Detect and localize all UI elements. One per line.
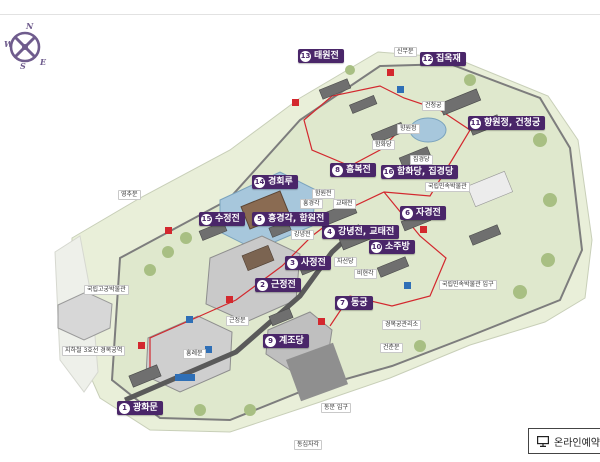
monitor-icon — [537, 435, 549, 447]
label-east-gate-entrance: 동문 입구 — [321, 403, 351, 413]
landmark-number: 16 — [383, 166, 394, 178]
compass-north: N — [26, 21, 34, 31]
label-sinmumun: 신무문 — [394, 47, 417, 57]
landmark-number: 4 — [324, 226, 335, 238]
label-heumgyeonggak: 흥경각 — [300, 199, 323, 209]
compass-west: W — [4, 39, 13, 49]
compass-south: S — [20, 61, 26, 71]
landmark-heumbokjeon[interactable]: 8 흠복전 — [330, 163, 376, 177]
landmark-geunjeongjeon[interactable]: 2 근정전 — [255, 278, 301, 292]
landmark-label: 광화문 — [133, 403, 158, 413]
label-hyangwonjeong: 향원정 — [397, 124, 420, 134]
landmark-number: 8 — [332, 164, 343, 176]
label-heungnyemun: 흥례문 — [183, 349, 206, 359]
landmark-label: 계조당 — [279, 336, 304, 346]
landmark-gwanghwamun[interactable]: 1 광화문 — [117, 401, 163, 415]
dark-plaza — [285, 342, 349, 402]
landmark-label: 흠복전 — [346, 165, 371, 175]
label-bihyeongak: 비현각 — [354, 269, 377, 279]
landmark-taewonjeon[interactable]: 13 태원전 — [298, 49, 344, 63]
label-geoncheonggung: 건청궁 — [422, 101, 445, 111]
landmark-jibokjae[interactable]: 12 집옥재 — [420, 52, 466, 66]
landmark-label: 함화당, 집경당 — [397, 167, 454, 177]
label-hamwonjeon: 함원전 — [312, 189, 335, 199]
landmark-donggung[interactable]: 7 동궁 — [335, 296, 373, 310]
compass-east: E — [40, 57, 47, 67]
top-divider — [0, 14, 600, 15]
label-yeongchumun: 영추문 — [118, 190, 141, 200]
label-jaseondang: 자선당 — [334, 257, 357, 267]
landmark-label: 수정전 — [215, 214, 240, 224]
label-jipgyeongdang: 집경당 — [410, 155, 433, 165]
landmark-label: 경회루 — [268, 177, 293, 187]
landmark-jagyeongjeon[interactable]: 6 자경전 — [400, 206, 446, 220]
compass-icon — [9, 31, 41, 63]
landmark-hamhwadang-jipgyeongdang[interactable]: 16 함화당, 집경당 — [381, 165, 459, 179]
label-hamhwadang: 함화당 — [372, 140, 395, 150]
landmark-label: 동궁 — [351, 298, 368, 308]
landmark-number: 7 — [337, 297, 348, 309]
landmark-sujeongjeon[interactable]: 15 수정전 — [199, 212, 245, 226]
landmark-number: 5 — [254, 213, 265, 225]
landmark-label: 근정전 — [271, 280, 296, 290]
landmark-number: 3 — [287, 257, 298, 269]
label-gangnyeongjeon: 강녕전 — [291, 230, 314, 240]
label-subway-station: 지하철 3호선 경복궁역 — [62, 346, 126, 356]
label-gyotaejeon: 교태전 — [333, 199, 356, 209]
label-dongsipjagak: 동십자각 — [294, 440, 323, 450]
landmark-number: 12 — [422, 53, 433, 65]
label-palace-museum: 국립고궁박물관 — [84, 285, 129, 295]
landmark-number: 14 — [254, 176, 265, 188]
landmark-label: 흥경각, 함원전 — [268, 214, 325, 224]
landmark-gangnyeongjeon-gyotaejeon[interactable]: 4 강녕전, 교태전 — [322, 225, 400, 239]
facility-markers — [138, 69, 447, 381]
landmark-label: 자경전 — [416, 208, 441, 218]
landmark-hyangwonjeong-geoncheonggung[interactable]: 11 향원정, 건청궁 — [468, 116, 546, 130]
landmark-number: 9 — [265, 335, 276, 347]
landmark-label: 소주방 — [385, 242, 410, 252]
landmark-number: 13 — [300, 50, 311, 62]
landmark-gyejodang[interactable]: 9 계조당 — [263, 334, 309, 348]
landmark-label: 집옥재 — [436, 54, 461, 64]
label-folk-museum: 국립민속박물관 — [425, 182, 470, 192]
landmark-number: 1 — [119, 402, 130, 414]
online-reservation-button[interactable]: 온라인예약 — [528, 428, 600, 454]
landmark-label: 강녕전, 교태전 — [338, 227, 395, 237]
landmark-label: 태원전 — [314, 51, 339, 61]
landmark-number: 15 — [201, 213, 212, 225]
label-folk-museum-entrance: 국립민속박물관 입구 — [439, 280, 497, 290]
label-gyeongbokgung-office: 경복궁관리소 — [382, 320, 422, 330]
landmark-label: 향원정, 건청궁 — [484, 118, 541, 128]
landmark-number: 11 — [470, 117, 481, 129]
landmark-number: 10 — [371, 241, 382, 253]
label-geunjeongmun: 근정문 — [226, 316, 249, 326]
landmark-sajeongjeon[interactable]: 3 사정전 — [285, 256, 331, 270]
landmark-number: 2 — [257, 279, 268, 291]
landmark-number: 6 — [402, 207, 413, 219]
landmark-heumgyeonggak-hamwonjeon[interactable]: 5 흥경각, 함원전 — [252, 212, 330, 226]
landmark-gyeonghoeru[interactable]: 14 경회루 — [252, 175, 298, 189]
landmark-label: 사정전 — [301, 258, 326, 268]
trees — [144, 65, 557, 416]
buildings — [128, 78, 514, 388]
label-geonchunmun: 건춘문 — [380, 343, 403, 353]
online-reservation-label: 온라인예약 — [554, 437, 600, 449]
landmark-sojubang[interactable]: 10 소주방 — [369, 240, 415, 254]
